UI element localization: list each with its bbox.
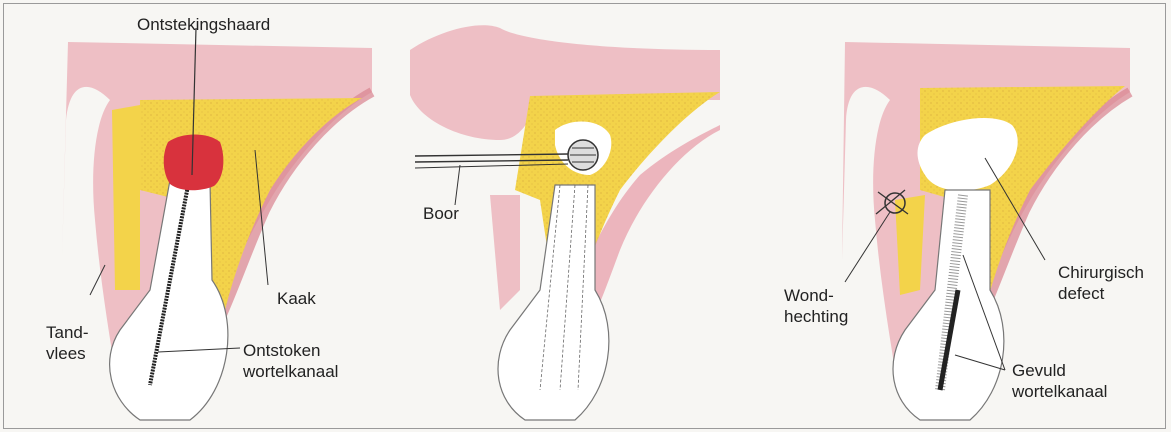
label-gevuld-wortelkanaal: Gevuld wortelkanaal [1012,360,1107,402]
panel3-bone-left [895,195,925,295]
label-wondhechting-line2: hechting [784,306,848,327]
label-tandvlees-line2: vlees [46,343,89,364]
label-ontstoken-line1: Ontstoken [243,340,338,361]
label-tandvlees: Tand- vlees [46,322,89,364]
label-ontstoken-wortelkanaal: Ontstoken wortelkanaal [243,340,338,382]
label-wondhechting-line1: Wond- [784,285,848,306]
label-boor: Boor [423,203,459,224]
label-gevuld-line2: wortelkanaal [1012,381,1107,402]
label-wondhechting: Wond- hechting [784,285,848,327]
label-ontstekingshaard: Ontstekingshaard [137,14,270,35]
label-tandvlees-line1: Tand- [46,322,89,343]
label-chirurgisch-line2: defect [1058,283,1144,304]
label-chirurgisch-defect: Chirurgisch defect [1058,262,1144,304]
label-gevuld-line1: Gevuld [1012,360,1107,381]
panel1-inflammation [164,135,224,191]
label-kaak: Kaak [277,288,316,309]
label-ontstoken-line2: wortelkanaal [243,361,338,382]
label-chirurgisch-line1: Chirurgisch [1058,262,1144,283]
panel2-gum-left [490,195,520,310]
panel1-bone-left [112,105,140,290]
